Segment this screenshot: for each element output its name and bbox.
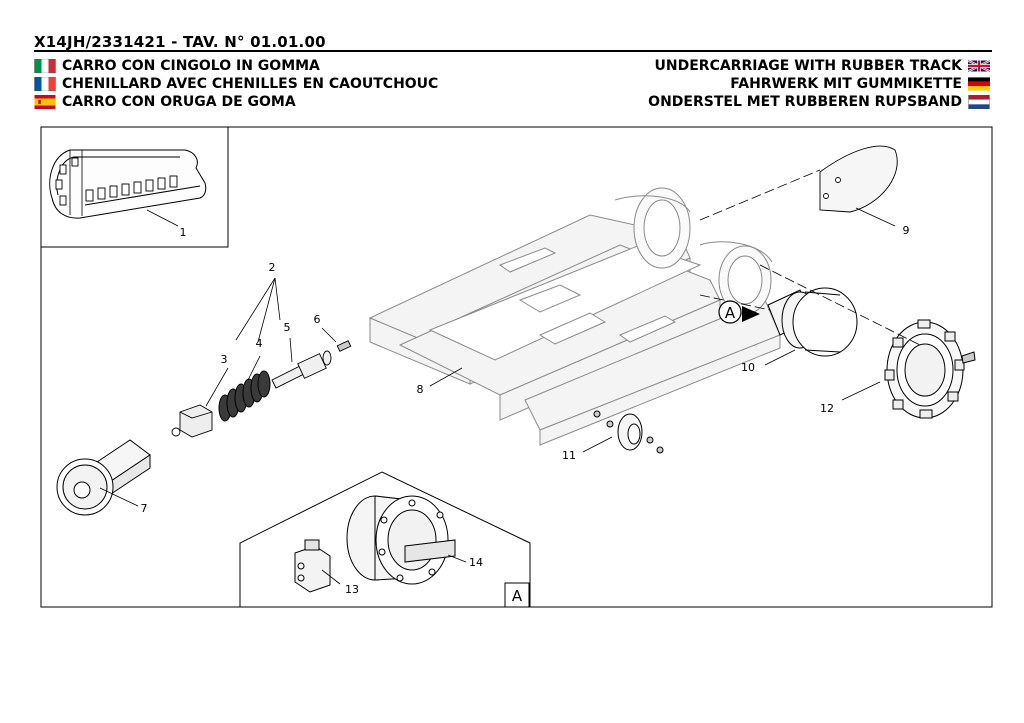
part-label-7: 7 — [141, 502, 148, 515]
leader-line-1 — [146, 209, 179, 227]
leader-line-8 — [429, 367, 463, 387]
spain-flag-icon — [34, 95, 56, 109]
part-label-9: 9 — [903, 224, 910, 237]
undercarriage-frame-part — [368, 187, 781, 446]
tensioner-spring-part — [218, 370, 271, 422]
part-label-6: 6 — [314, 313, 321, 326]
part-label-2: 2 — [269, 261, 276, 274]
travel-motor-part — [767, 287, 858, 357]
motor-cover-part — [819, 145, 898, 213]
leader-line-14 — [447, 554, 467, 563]
header-rule — [34, 50, 992, 52]
detail-a-inset-tag — [504, 582, 530, 608]
track-inset-box — [41, 127, 229, 248]
leader-line-9 — [855, 207, 896, 227]
leader-line-11 — [582, 436, 613, 453]
part-number-labels: 1 2 3 4 5 6 7 8 9 10 11 12 13 14 — [141, 224, 910, 596]
france-flag-icon — [34, 77, 56, 91]
page-title: X14JH/2331421 - TAV. N° 01.01.00 — [34, 33, 326, 51]
title-french: CHENILLARD AVEC CHENILLES EN CAOUTCHOUC — [34, 75, 438, 93]
part-label-13: 13 — [345, 583, 359, 596]
hydraulic-motor-part — [346, 495, 456, 585]
rubber-track-part — [49, 149, 207, 219]
leader-line-12 — [841, 381, 881, 401]
title-dutch: ONDERSTEL MET RUBBEREN RUPSBAND — [648, 93, 990, 111]
tensioner-bracket-part — [171, 404, 213, 438]
title-english: UNDERCARRIAGE WITH RUBBER TRACK — [648, 57, 990, 75]
netherlands-flag-icon — [968, 95, 990, 109]
title-italian: CARRO CON CINGOLO IN GOMMA — [34, 57, 438, 75]
part-label-5: 5 — [284, 321, 291, 334]
track-roller-part — [593, 410, 664, 454]
grease-nipple-part — [336, 340, 352, 352]
title-german-text: FAHRWERK MIT GUMMIKETTE — [730, 76, 962, 92]
valve-block-part — [294, 539, 331, 593]
part-label-4: 4 — [256, 337, 263, 350]
part-label-3: 3 — [221, 353, 228, 366]
leader-lines-2-6 — [205, 277, 337, 407]
idler-wheel-part — [56, 439, 151, 516]
title-english-text: UNDERCARRIAGE WITH RUBBER TRACK — [654, 58, 962, 74]
part-label-8: 8 — [417, 383, 424, 396]
detail-a-inset-label: A — [512, 587, 523, 605]
drive-sprocket-part — [884, 319, 976, 419]
titles-right: UNDERCARRIAGE WITH RUBBER TRACK FAHRWERK… — [648, 57, 990, 111]
tensioner-rod-part — [271, 350, 332, 389]
detail-a-marker-label: A — [725, 304, 736, 322]
detail-a-inset-box — [239, 471, 531, 607]
title-french-text: CHENILLARD AVEC CHENILLES EN CAOUTCHOUC — [62, 76, 439, 92]
titles-left: CARRO CON CINGOLO IN GOMMA CHENILLARD AV… — [34, 57, 438, 111]
title-spanish: CARRO CON ORUGA DE GOMA — [34, 93, 438, 111]
part-label-11: 11 — [562, 449, 576, 462]
part-label-1: 1 — [180, 226, 187, 239]
title-german: FAHRWERK MIT GUMMIKETTE — [648, 75, 990, 93]
part-label-10: 10 — [741, 361, 755, 374]
detail-a-marker: A — [718, 300, 760, 324]
uk-flag-icon — [968, 59, 990, 73]
italy-flag-icon — [34, 59, 56, 73]
part-label-14: 14 — [469, 556, 483, 569]
leader-line-7 — [99, 487, 139, 507]
leader-line-10 — [764, 349, 796, 366]
part-label-12: 12 — [820, 402, 834, 415]
germany-flag-icon — [968, 77, 990, 91]
title-dutch-text: ONDERSTEL MET RUBBEREN RUPSBAND — [648, 94, 962, 110]
title-italian-text: CARRO CON CINGOLO IN GOMMA — [62, 58, 320, 74]
leader-line-13 — [321, 569, 341, 585]
title-spanish-text: CARRO CON ORUGA DE GOMA — [62, 94, 296, 110]
